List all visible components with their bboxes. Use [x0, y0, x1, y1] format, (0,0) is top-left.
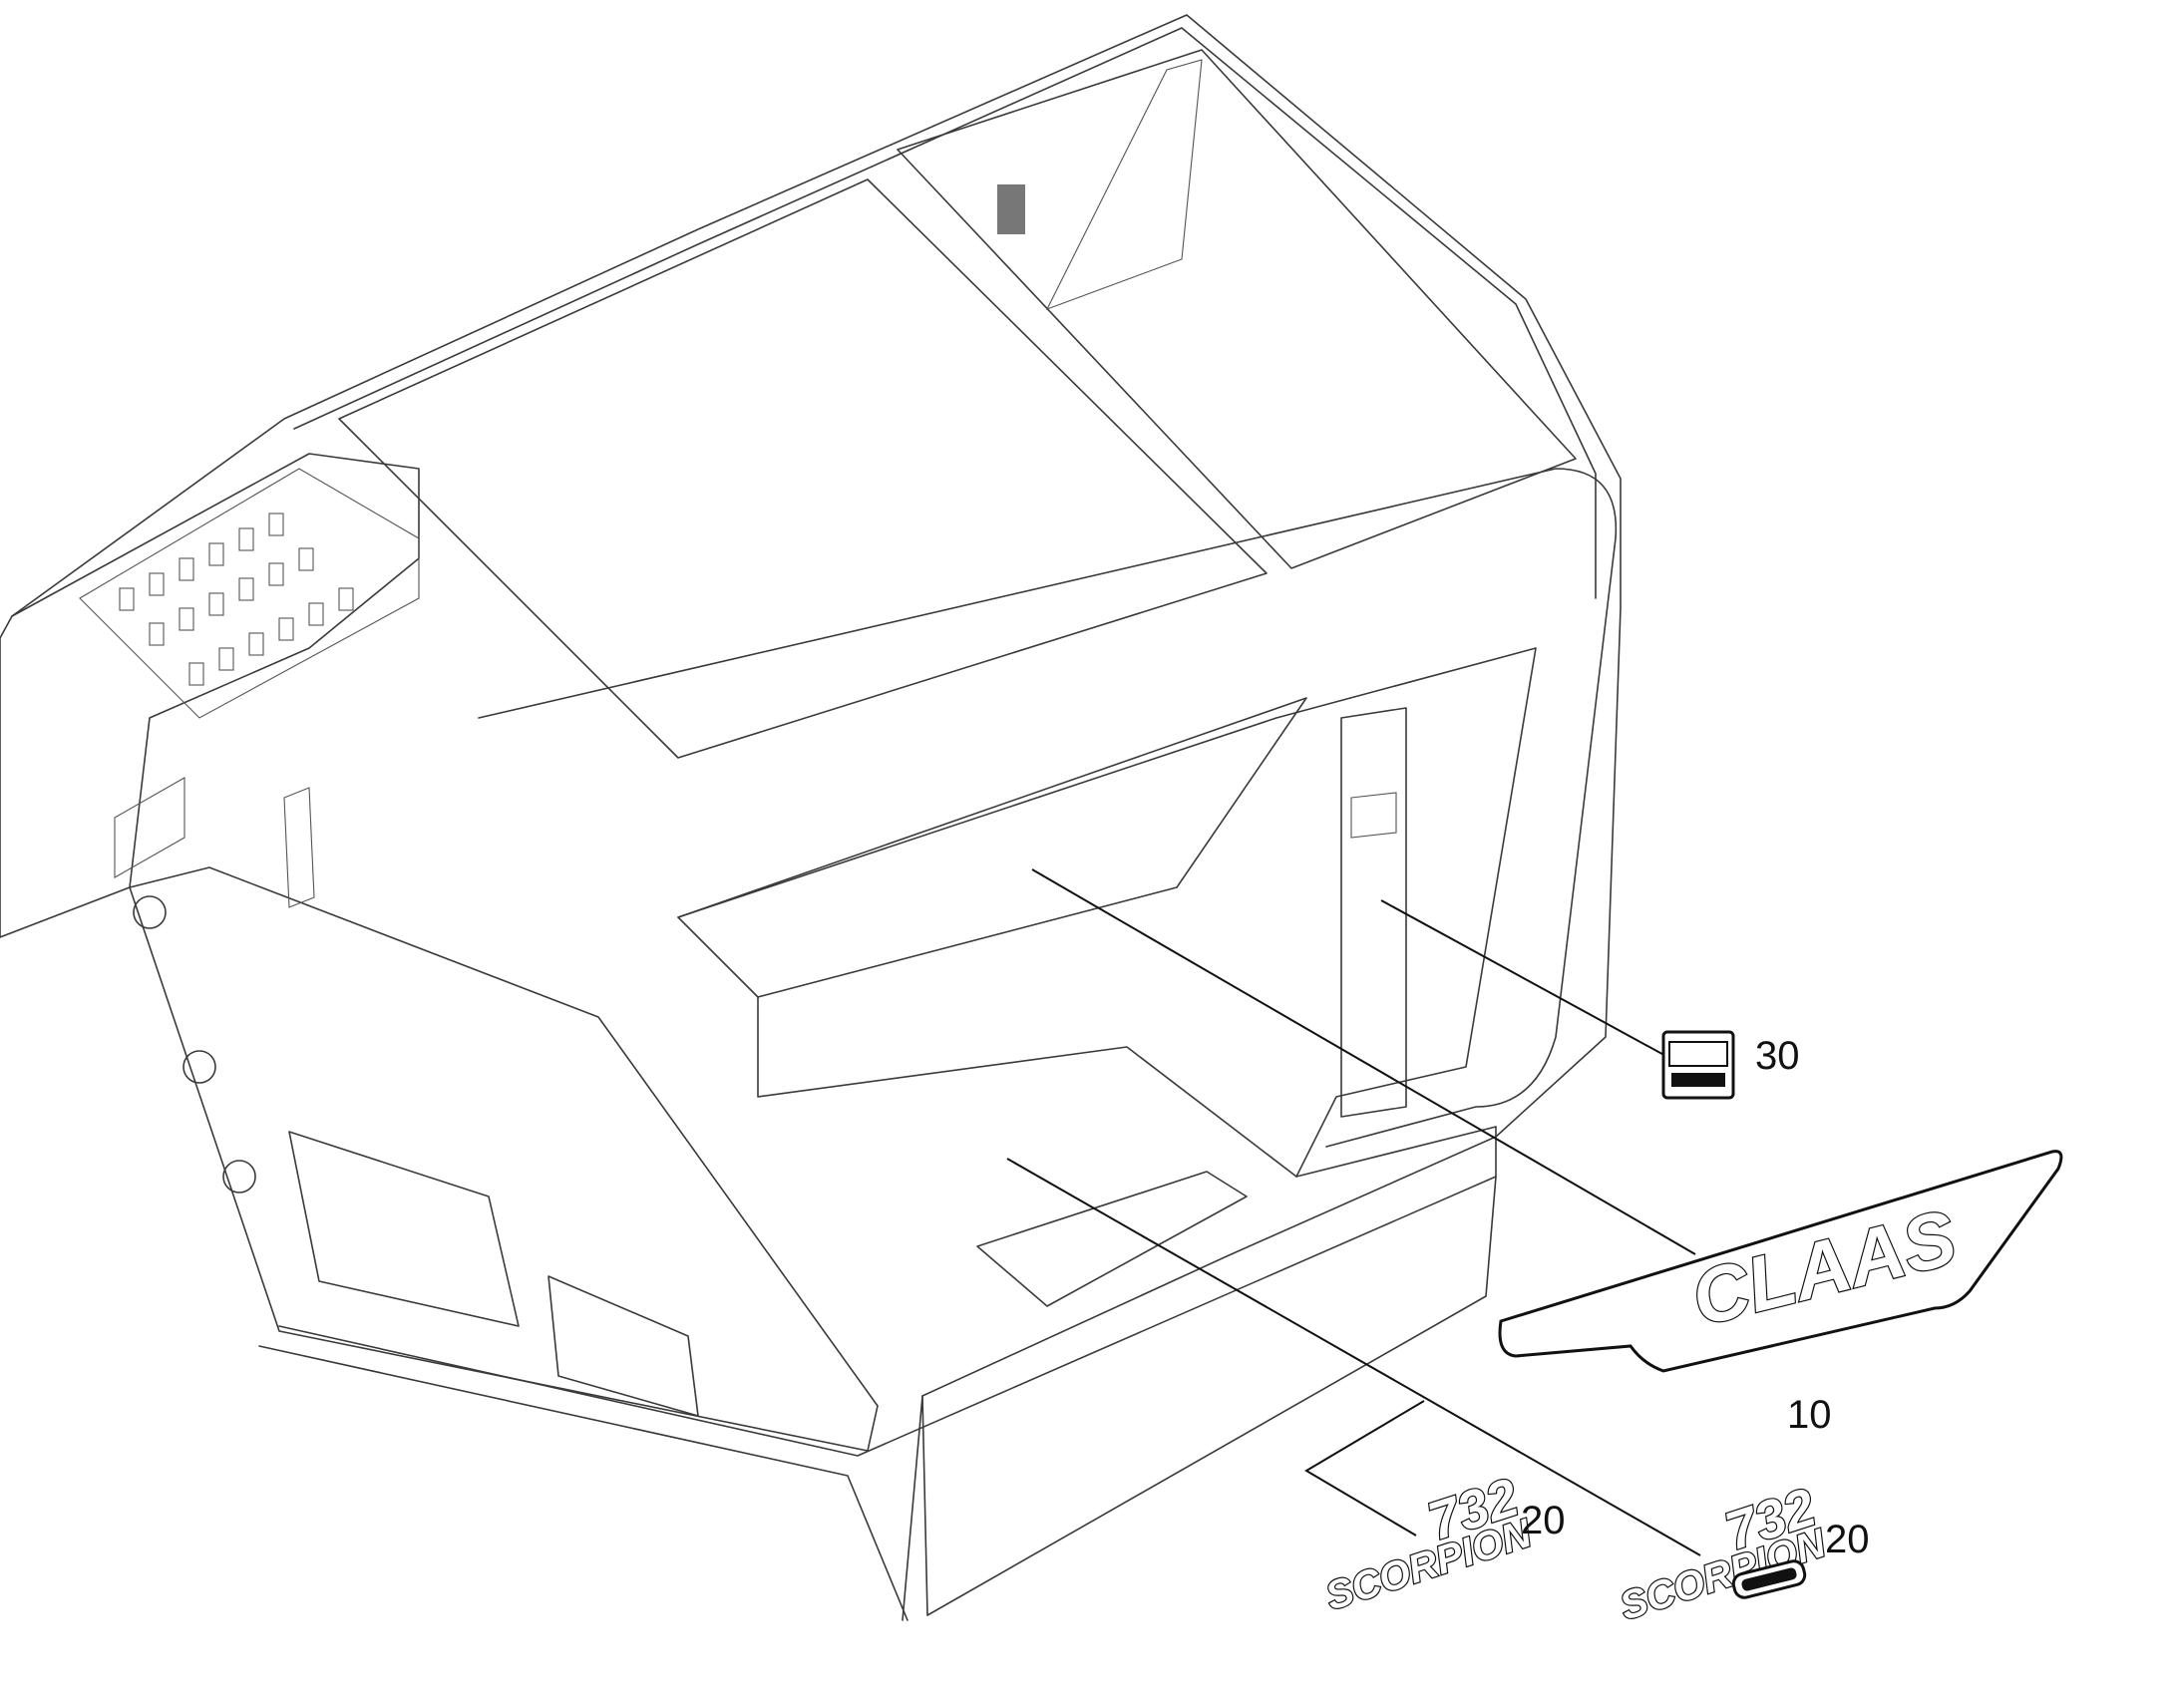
decal-20b-scorpion: 732 SCORPION [1614, 1476, 1833, 1629]
callout-20b: 20 [1825, 1518, 1870, 1561]
callout-30: 30 [1755, 1034, 1800, 1078]
decal-30-badge [1661, 1030, 1735, 1100]
cab-assembly [0, 14, 1622, 1621]
cab-roof-inner [293, 27, 1597, 599]
decal-20a-model-name: SCORPION [1320, 1511, 1538, 1618]
leader-lines [1006, 868, 1701, 1556]
lower-body [757, 996, 1497, 1178]
decal-20a-scorpion: 732 SCORPION [1319, 1466, 1539, 1619]
callout-10: 10 [1787, 1393, 1832, 1437]
hinge-bolt-2 [182, 1050, 216, 1084]
front-frame-outer [478, 468, 1618, 1148]
leader-30 [1380, 899, 1681, 1065]
left-inspection-plate-1 [288, 1131, 520, 1327]
leader-20b [1006, 1158, 1701, 1556]
left-inspection-plate-2 [547, 1275, 699, 1417]
windshield-opening [677, 697, 1307, 998]
rear-window-inner [1045, 59, 1203, 310]
vent-grille [997, 184, 1025, 234]
leader-20a [1304, 1400, 1425, 1537]
left-bracket [0, 453, 420, 938]
base-skirt [278, 1176, 1497, 1616]
rear-window [897, 49, 1577, 569]
leader-10 [1031, 868, 1696, 1255]
lower-step [976, 1171, 1248, 1307]
mount-plate [114, 777, 185, 878]
grille-slots [119, 512, 354, 686]
door-handle [1350, 792, 1397, 839]
left-side-panel [129, 866, 879, 1452]
decal-10-claas: CLAAS [1498, 1150, 2063, 1373]
cab-roof-outline [11, 14, 1622, 1621]
decal-20b-model-number: 732 [1718, 1478, 1822, 1562]
door-panel [1340, 707, 1407, 1118]
callout-20a: 20 [1521, 1499, 1566, 1542]
support-post [283, 787, 315, 908]
claas-decal-shape [1498, 1150, 2063, 1373]
roof-panel [338, 178, 1268, 759]
hinge-bolt-3 [222, 1160, 256, 1194]
hinge-bolt-1 [133, 895, 167, 929]
left-frame-grille [79, 468, 420, 719]
callout-labels: 30 10 20 20 [1521, 1034, 1870, 1561]
decal-20b-badge-fill [1741, 1567, 1797, 1591]
front-frame-inner [677, 647, 1537, 1178]
base-skirt-inner [258, 1345, 908, 1621]
